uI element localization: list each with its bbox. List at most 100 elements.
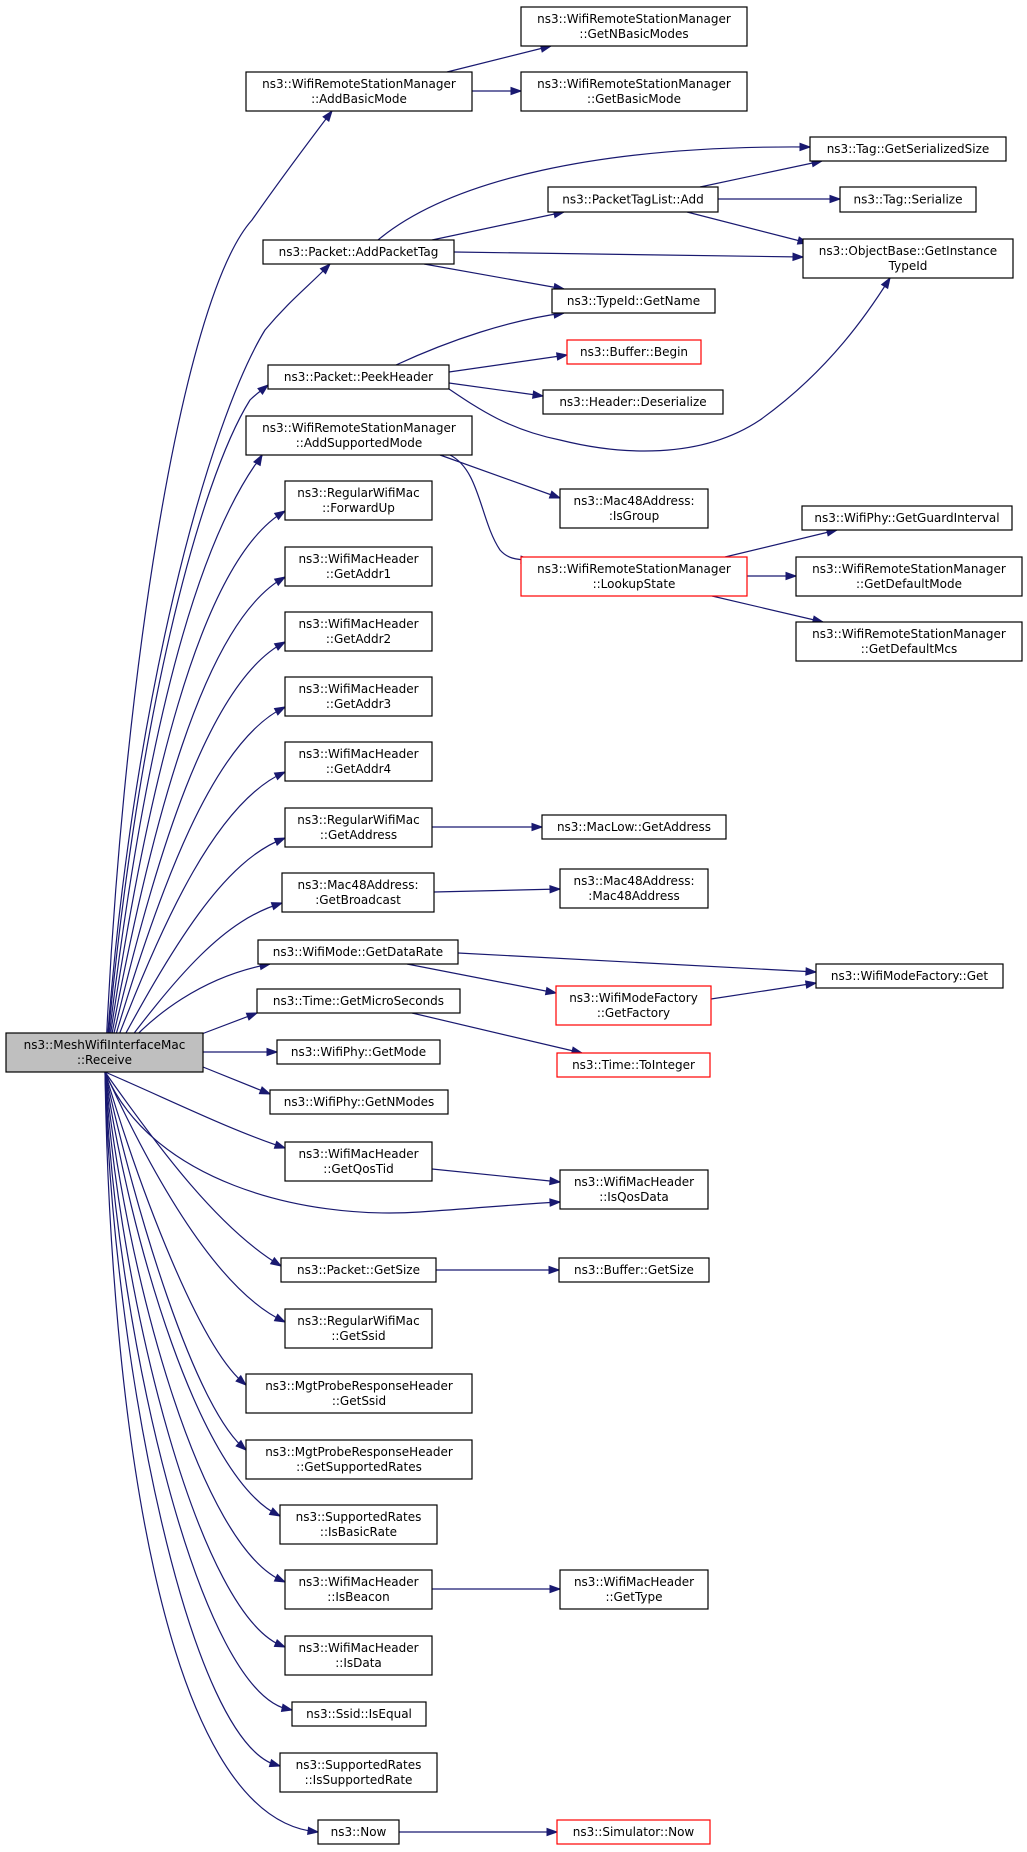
node-getNBasicModes[interactable]: ns3::WifiRemoteStationManager::GetNBasic… <box>520 6 748 47</box>
node-addSupportedMode[interactable]: ns3::WifiRemoteStationManager::AddSuppor… <box>245 415 473 456</box>
node-getAddr1[interactable]: ns3::WifiMacHeader::GetAddr1 <box>284 546 433 587</box>
node-ssidIsEqual[interactable]: ns3::Ssid::IsEqual <box>291 1701 427 1727</box>
node-getDefaultMcs[interactable]: ns3::WifiRemoteStationManager::GetDefaul… <box>795 621 1023 662</box>
node-toInteger[interactable]: ns3::Time::ToInteger <box>556 1052 711 1078</box>
edge-root-to-regGetSsid-arrowhead <box>273 1313 287 1323</box>
edge-root-to-probeGetSupportedRates <box>104 1071 248 1451</box>
node-getDataRate[interactable]: ns3::WifiMode::GetDataRate <box>257 939 459 965</box>
edge-root-to-getNModes-line <box>202 1066 271 1095</box>
node-mac48Address[interactable]: ns3::Mac48Address::Mac48Address <box>559 868 709 909</box>
node-label-line: ns3::WifiModeFactory::Get <box>831 969 988 983</box>
edge-root-to-forwardUp-arrowhead <box>273 510 287 521</box>
node-forwardUp[interactable]: ns3::RegularWifiMac::ForwardUp <box>284 480 433 521</box>
node-bufferBegin[interactable]: ns3::Buffer::Begin <box>566 339 702 365</box>
node-getNModes[interactable]: ns3::WifiPhy::GetNModes <box>269 1089 449 1115</box>
node-now[interactable]: ns3::Now <box>317 1819 400 1845</box>
node-addPacketTag[interactable]: ns3::Packet::AddPacketTag <box>262 239 455 265</box>
node-isBeacon[interactable]: ns3::WifiMacHeader::IsBeacon <box>284 1569 433 1610</box>
node-getFactory[interactable]: ns3::WifiModeFactory::GetFactory <box>555 985 712 1026</box>
node-box <box>257 939 459 965</box>
edge-root-to-getMode <box>203 1047 279 1057</box>
node-getAddr4[interactable]: ns3::WifiMacHeader::GetAddr4 <box>284 741 433 782</box>
node-label-line: ::IsData <box>335 1656 382 1670</box>
node-box <box>556 1052 711 1078</box>
node-label-line: ns3::Packet::AddPacketTag <box>279 245 439 259</box>
node-box <box>245 1439 473 1480</box>
edge-getDataRate-to-getFactory-arrowhead <box>544 986 558 996</box>
edge-getDataRate-to-modeFactoryGet <box>457 952 818 976</box>
node-isSupportedRate[interactable]: ns3::SupportedRates::IsSupportedRate <box>279 1752 438 1793</box>
edge-packetTagListAdd-to-tagSerialize-arrowhead <box>829 194 842 204</box>
node-box <box>541 814 727 840</box>
node-getAddr3[interactable]: ns3::WifiMacHeader::GetAddr3 <box>284 676 433 717</box>
edge-lookupState-to-getDefaultMode-arrowhead <box>785 571 798 581</box>
edge-root-to-probeGetSupportedRates-line <box>104 1071 247 1451</box>
node-getType[interactable]: ns3::WifiMacHeader::GetType <box>559 1569 709 1610</box>
node-probeGetSsid[interactable]: ns3::MgtProbeResponseHeader::GetSsid <box>245 1373 473 1414</box>
node-getQosTid[interactable]: ns3::WifiMacHeader::GetQosTid <box>284 1141 433 1182</box>
edge-root-to-addSupportedMode-arrowhead <box>253 453 263 467</box>
node-regGetSsid[interactable]: ns3::RegularWifiMac::GetSsid <box>284 1308 433 1349</box>
node-isBasicRate[interactable]: ns3::SupportedRates::IsBasicRate <box>279 1504 438 1545</box>
node-box <box>269 1089 449 1115</box>
node-box <box>245 1373 473 1414</box>
node-label-line: ns3::WifiMacHeader <box>298 1641 418 1655</box>
node-getBroadcast[interactable]: ns3::Mac48Address::GetBroadcast <box>281 872 435 913</box>
node-getMode[interactable]: ns3::WifiPhy::GetMode <box>276 1039 441 1065</box>
node-macIsGroup[interactable]: ns3::Mac48Address::IsGroup <box>559 488 709 529</box>
node-getBasicMode[interactable]: ns3::WifiRemoteStationManager::GetBasicM… <box>520 71 748 112</box>
node-label-line: ::GetSupportedRates <box>296 1460 422 1474</box>
edge-addBasicMode-to-getNBasicModes <box>446 44 553 73</box>
node-label-line: ::LookupState <box>593 577 676 591</box>
edge-lookupState-to-getGuardInterval <box>724 528 839 558</box>
node-bufferGetSize[interactable]: ns3::Buffer::GetSize <box>558 1257 710 1283</box>
node-tagGetSerializedSize[interactable]: ns3::Tag::GetSerializedSize <box>809 136 1007 162</box>
edge-peekHeader-to-typeIdGetName-line <box>395 312 565 366</box>
node-label-line: ns3::Packet::GetSize <box>297 1263 420 1277</box>
node-getGuardInterval[interactable]: ns3::WifiPhy::GetGuardInterval <box>801 505 1013 531</box>
node-getAddress[interactable]: ns3::RegularWifiMac::GetAddress <box>284 807 433 848</box>
node-box <box>559 1169 709 1210</box>
node-isQosData[interactable]: ns3::WifiMacHeader::IsQosData <box>559 1169 709 1210</box>
edge-root-to-ssidIsEqual-line <box>104 1071 293 1711</box>
node-addBasicMode[interactable]: ns3::WifiRemoteStationManager::AddBasicM… <box>245 71 473 112</box>
node-label-line: ns3::MacLow::GetAddress <box>557 820 711 834</box>
edge-root-to-isData-arrowhead <box>273 1638 287 1648</box>
node-typeIdGetName[interactable]: ns3::TypeId::GetName <box>551 288 716 314</box>
edge-root-to-getNModes <box>202 1066 272 1095</box>
edge-root-to-probeGetSsid-line <box>104 1071 247 1386</box>
node-getDefaultMode[interactable]: ns3::WifiRemoteStationManager::GetDefaul… <box>795 556 1023 597</box>
edge-root-to-isQosData-line <box>104 1071 561 1214</box>
edge-lookupState-to-getDefaultMcs-line <box>711 595 824 623</box>
node-packetTagListAdd[interactable]: ns3::PacketTagList::Add <box>547 186 719 213</box>
node-getAddr2[interactable]: ns3::WifiMacHeader::GetAddr2 <box>284 611 433 652</box>
node-modeFactoryGet[interactable]: ns3::WifiModeFactory::Get <box>815 963 1004 989</box>
node-box <box>815 963 1004 989</box>
node-macLowGetAddress[interactable]: ns3::MacLow::GetAddress <box>541 814 727 840</box>
edge-addSupportedMode-to-lookupState <box>449 454 533 565</box>
edge-root-to-now <box>104 1071 320 1836</box>
edge-root-to-isSupportedRate-arrowhead <box>268 1758 282 1768</box>
node-isData[interactable]: ns3::WifiMacHeader::IsData <box>284 1635 433 1676</box>
node-box <box>281 872 435 913</box>
node-box <box>542 389 724 415</box>
node-headerDeserialize[interactable]: ns3::Header::Deserialize <box>542 389 724 415</box>
edge-packetTagListAdd-to-tagGetSerializedSize-line <box>699 160 823 188</box>
node-label-line: ::GetBasicMode <box>587 92 681 106</box>
node-peekHeader[interactable]: ns3::Packet::PeekHeader <box>267 364 450 390</box>
node-getMicroSeconds[interactable]: ns3::Time::GetMicroSeconds <box>256 988 461 1014</box>
node-tagSerialize[interactable]: ns3::Tag::Serialize <box>839 186 977 213</box>
edge-root-to-getQosTid <box>104 1071 287 1149</box>
edge-root-to-now-arrowhead <box>307 1826 320 1836</box>
edge-addBasicMode-to-getBasicMode-arrowhead <box>510 86 523 96</box>
node-label-line: ns3::Mac48Address: <box>574 494 695 508</box>
node-probeGetSupportedRates[interactable]: ns3::MgtProbeResponseHeader::GetSupporte… <box>245 1439 473 1480</box>
node-root[interactable]: ns3::MeshWifiInterfaceMac::Receive <box>5 1032 204 1073</box>
node-box <box>802 238 1014 279</box>
node-packetGetSize[interactable]: ns3::Packet::GetSize <box>280 1257 437 1283</box>
edges-layer <box>104 44 891 1837</box>
node-box <box>284 807 433 848</box>
node-lookupState[interactable]: ns3::WifiRemoteStationManager::LookupSta… <box>520 556 748 597</box>
node-simulatorNow[interactable]: ns3::Simulator::Now <box>556 1819 711 1845</box>
